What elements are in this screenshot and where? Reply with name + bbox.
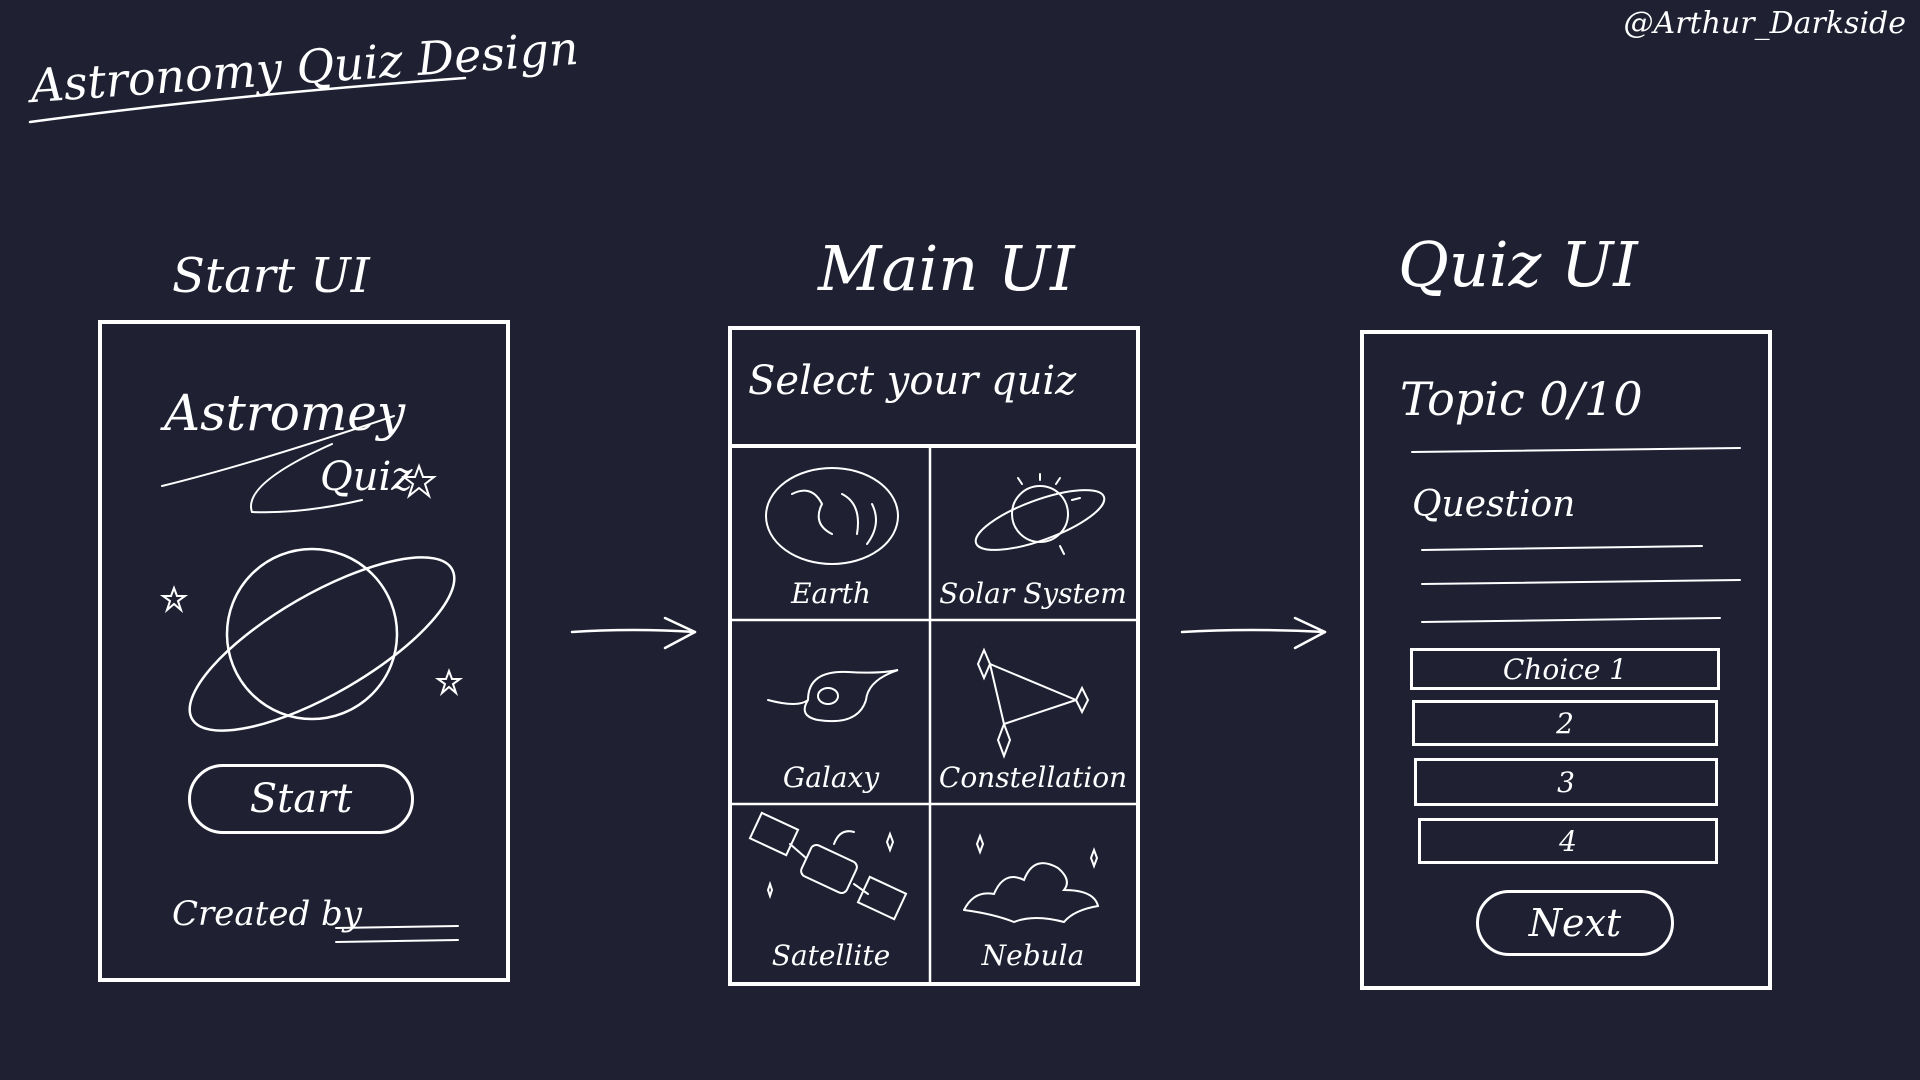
main-ui-heading: Main UI — [818, 232, 1075, 305]
constellation-icon — [976, 647, 1090, 759]
next-button-label: Next — [1528, 901, 1622, 945]
select-quiz-title: Select your quiz — [748, 358, 1077, 404]
choice-3-button[interactable]: 3 — [1414, 758, 1718, 806]
created-by-label: Created by — [172, 894, 362, 934]
app-logo-subtitle: Quiz — [320, 454, 413, 500]
topic-satellite[interactable]: Satellite — [732, 804, 930, 982]
topic-earth[interactable]: Earth — [732, 448, 930, 620]
solar-system-icon — [974, 473, 1106, 555]
main-header: Select your quiz — [732, 330, 1136, 448]
quiz-ui-heading: Quiz UI — [1398, 228, 1638, 301]
topic-progress: Topic 0/10 — [1400, 372, 1643, 426]
question-label: Question — [1412, 484, 1576, 525]
topic-label: Galaxy — [782, 761, 880, 794]
topic-label: Constellation — [938, 761, 1128, 794]
topic-nebula[interactable]: Nebula — [930, 804, 1136, 982]
choice-label: 2 — [1556, 706, 1574, 740]
choice-4-button[interactable]: 4 — [1418, 818, 1718, 864]
topic-grid-lines — [730, 446, 1138, 984]
topic-label: Earth — [791, 577, 871, 610]
main-ui-panel: Select your quiz Earth Solar System Gala… — [728, 326, 1140, 986]
topic-solar-system[interactable]: Solar System — [930, 448, 1136, 620]
quiz-ui-panel: Topic 0/10 Question Choice 1 2 3 4 Next — [1360, 330, 1772, 990]
created-by-line — [335, 925, 459, 943]
choice-2-button[interactable]: 2 — [1412, 700, 1718, 746]
app-logo-title: Astromey — [164, 384, 406, 442]
author-credit: @Arthur_Darkside — [1623, 6, 1906, 41]
choice-label: 3 — [1557, 765, 1575, 799]
nebula-icon — [963, 833, 1100, 924]
star-icon — [434, 668, 464, 697]
question-text-lines — [1421, 545, 1741, 623]
next-button[interactable]: Next — [1476, 890, 1674, 956]
satellite-icon — [748, 811, 908, 921]
start-ui-panel: Astromey Quiz Start Created by — [98, 320, 510, 982]
topic-label: Solar System — [939, 577, 1127, 610]
star-icon — [401, 463, 437, 499]
start-button-label: Start — [249, 776, 353, 822]
topic-galaxy[interactable]: Galaxy — [732, 620, 930, 804]
choice-label: Choice 1 — [1502, 652, 1628, 686]
logo-swoosh — [161, 415, 395, 514]
topic-label: Nebula — [981, 939, 1085, 972]
galaxy-icon — [767, 669, 899, 722]
topic-label: Satellite — [771, 939, 891, 972]
choice-1-button[interactable]: Choice 1 — [1410, 648, 1720, 690]
topic-constellation[interactable]: Constellation — [930, 620, 1136, 804]
choice-label: 4 — [1559, 824, 1577, 858]
arrow-main-to-quiz — [1180, 616, 1327, 650]
planet-icon — [188, 547, 456, 732]
start-button[interactable]: Start — [188, 764, 414, 834]
topic-underline — [1411, 447, 1741, 453]
arrow-start-to-main — [570, 616, 697, 650]
star-icon — [159, 585, 189, 614]
start-ui-heading: Start UI — [172, 248, 370, 304]
earth-icon — [765, 467, 899, 565]
